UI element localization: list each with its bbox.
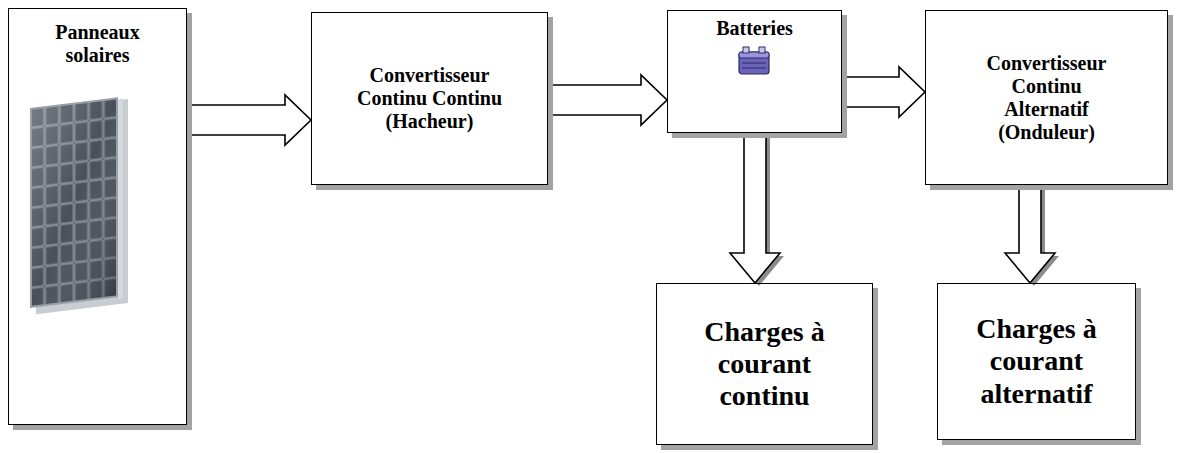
process-box: Charges à courant alternatif [937, 283, 1136, 440]
process-box: Convertisseur Continu Alternatif (Ondule… [925, 10, 1168, 185]
box-label: Convertisseur Continu Continu (Hacheur) [355, 64, 505, 133]
box-label: Charges à courant continu [677, 316, 852, 413]
box-label: Panneaux solaires [38, 21, 158, 67]
process-box: Charges à courant continu [656, 283, 873, 445]
box-label: Convertisseur Continu Alternatif (Ondule… [972, 52, 1122, 144]
solar-panel-picture [30, 96, 128, 315]
block-arrow [548, 75, 667, 125]
box-label: Charges à courant alternatif [949, 313, 1124, 410]
process-box: Batteries [667, 10, 842, 133]
block-arrow [730, 133, 780, 283]
block-arrow-group [187, 95, 311, 145]
process-box: Panneaux solaires [8, 8, 187, 425]
block-arrow-group [730, 133, 784, 286]
block-arrow [842, 67, 925, 117]
block-arrow-group [842, 67, 925, 117]
block-arrow-group [1005, 185, 1059, 286]
block-arrow [1005, 185, 1055, 283]
process-box: Convertisseur Continu Continu (Hacheur) [311, 12, 548, 185]
battery-icon [739, 47, 769, 74]
box-label: Batteries [716, 17, 793, 40]
block-arrow [187, 95, 311, 145]
block-arrow-group [548, 75, 667, 125]
